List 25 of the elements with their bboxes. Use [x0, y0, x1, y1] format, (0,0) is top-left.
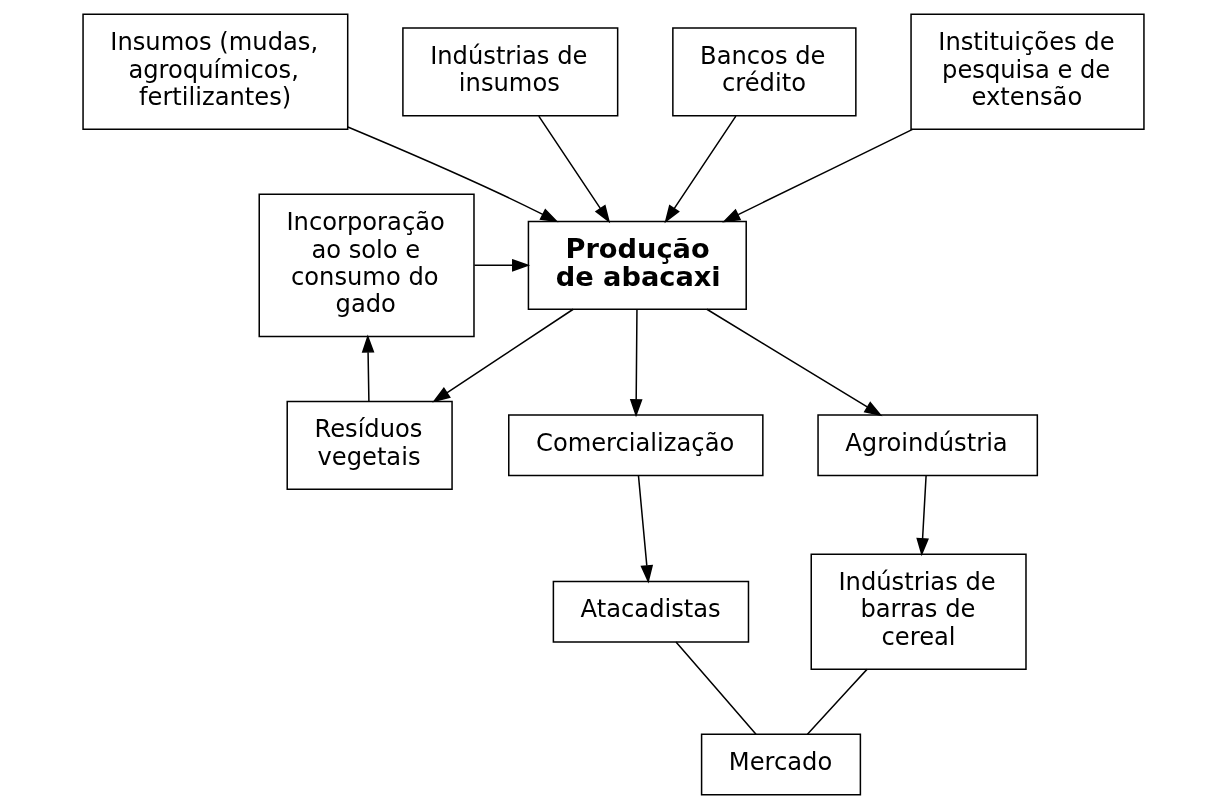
node-box: Atacadistas — [552, 580, 750, 643]
arrow — [629, 308, 643, 418]
arrow — [538, 115, 611, 224]
node-box: Produção de abacaxi — [527, 220, 747, 310]
node-box: Incorporação ao solo e consumo do gado — [258, 193, 475, 338]
node-box: Bancos de crédito — [672, 27, 857, 117]
node-box: Instituições de pesquisa e de extensão — [910, 13, 1145, 130]
arrow — [347, 126, 559, 223]
connector — [806, 668, 868, 735]
connector — [675, 641, 757, 735]
arrow — [664, 115, 737, 224]
arrow — [916, 474, 929, 557]
arrow — [706, 308, 883, 417]
arrow — [432, 308, 574, 403]
node-box: Resíduos vegetais — [286, 400, 453, 490]
node-box: Comercialização — [508, 414, 764, 477]
arrow — [473, 259, 531, 272]
arrow — [361, 334, 375, 403]
arrow — [722, 128, 914, 223]
arrow — [637, 474, 654, 584]
node-box: Indústrias de insumos — [402, 27, 619, 117]
node-box: Agroindústria — [817, 414, 1039, 477]
node-box: Mercado — [700, 733, 862, 796]
node-box: Indústrias de barras de cereal — [810, 553, 1027, 670]
node-box: Insumos (mudas, agroquímicos, fertilizantes) — [82, 13, 349, 130]
